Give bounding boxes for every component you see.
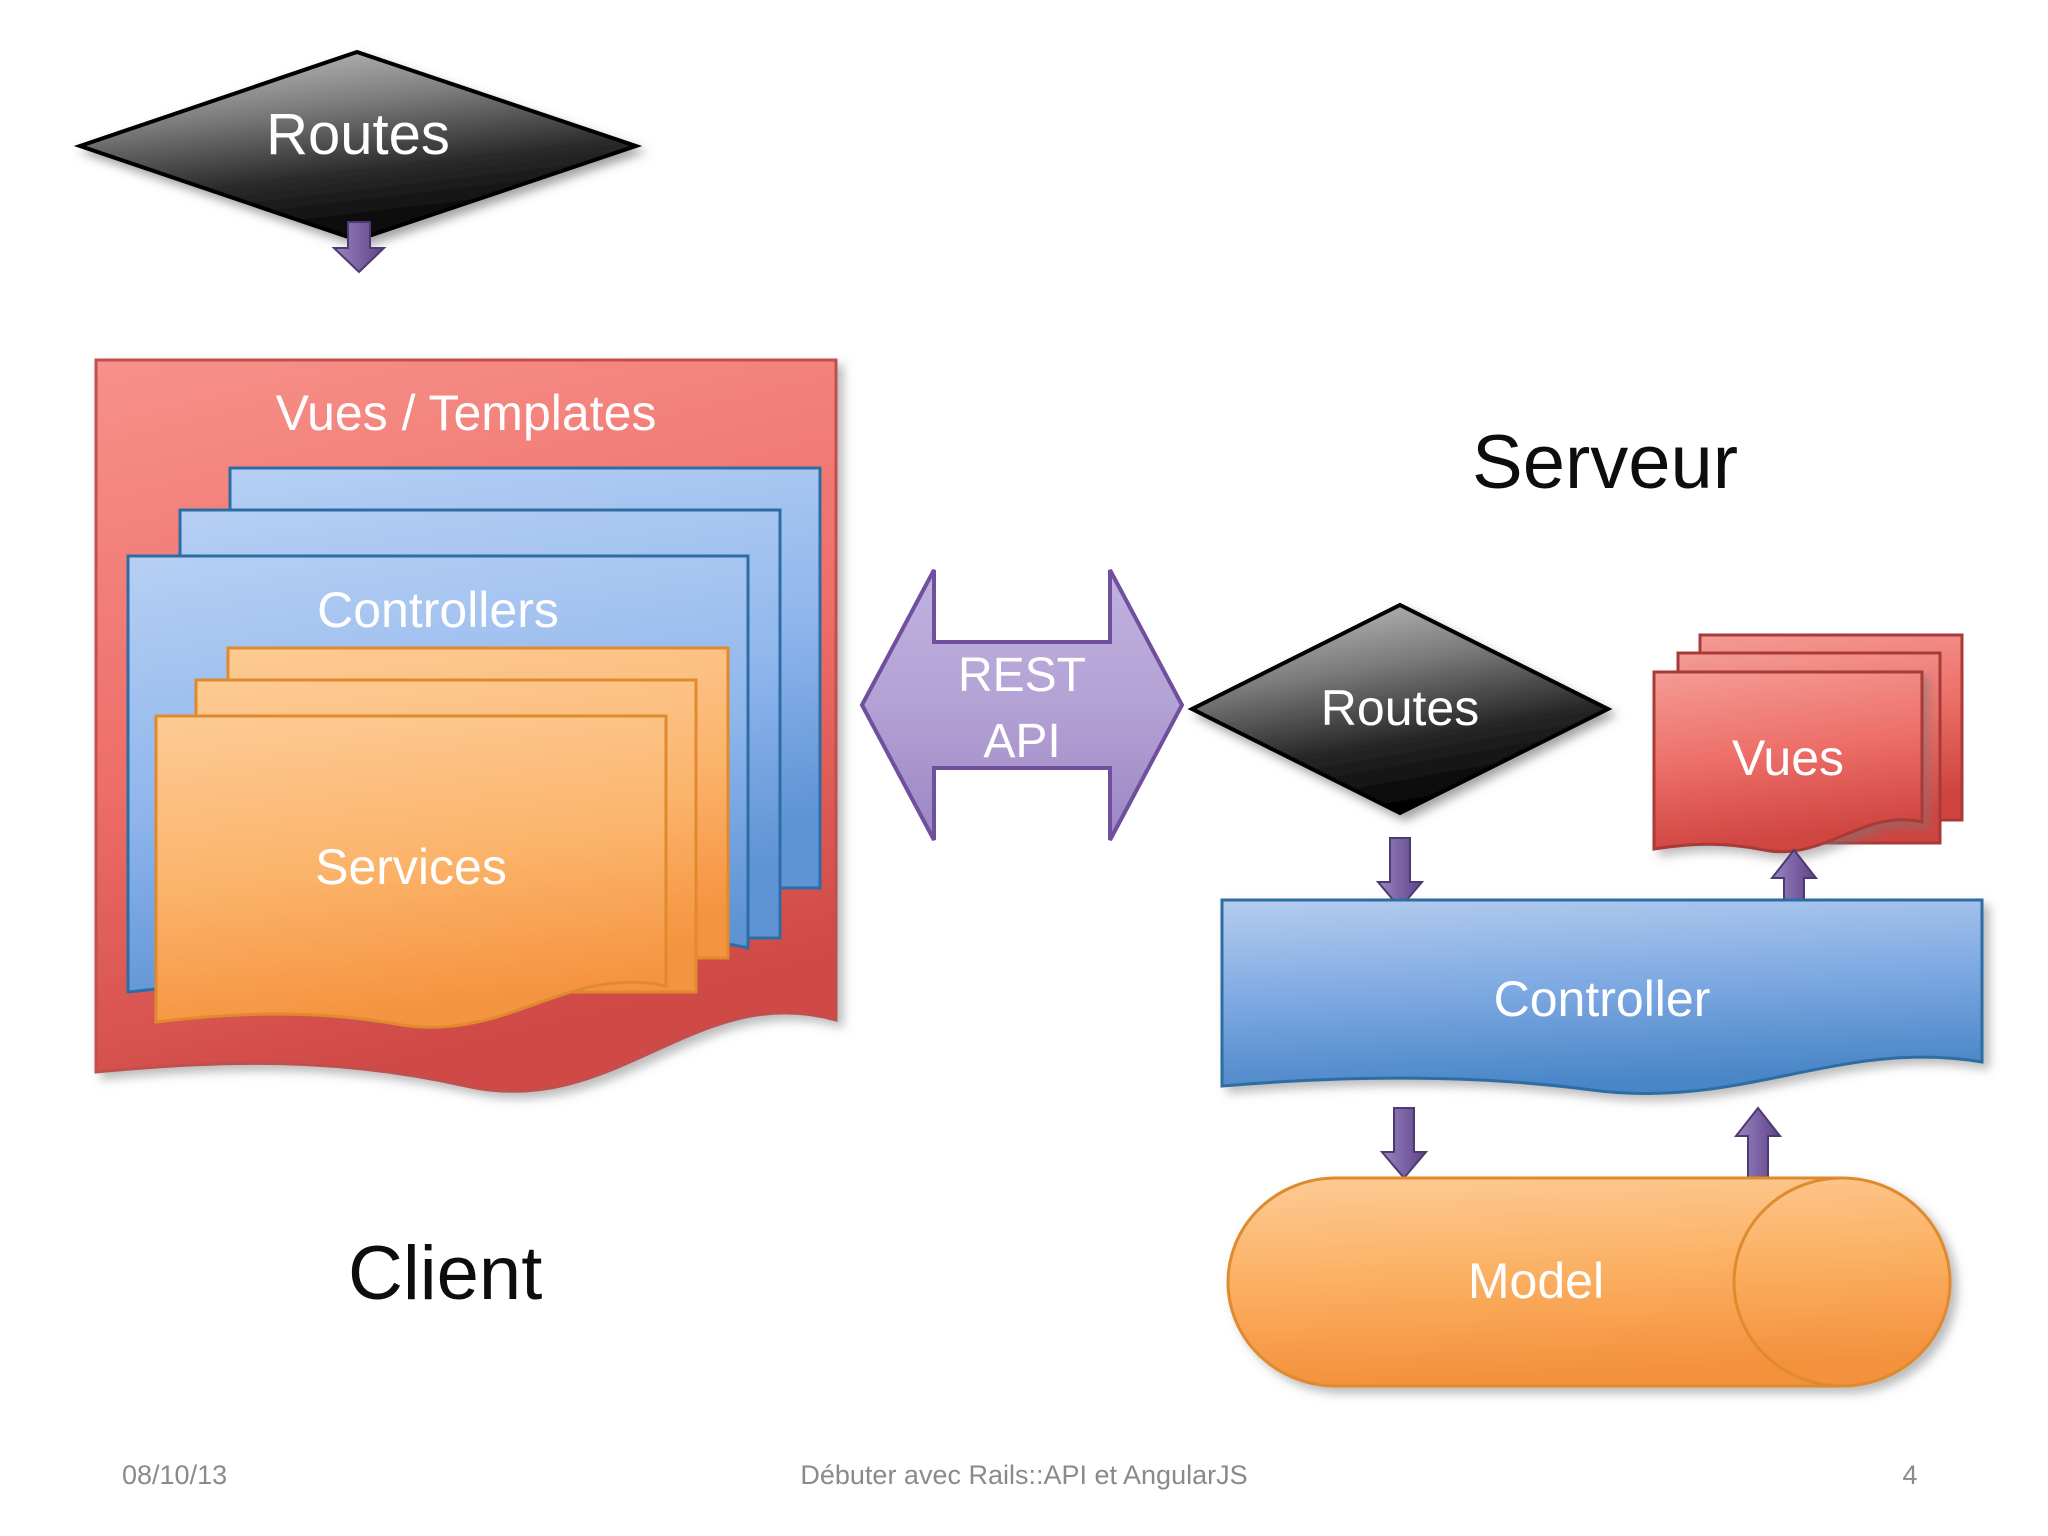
server-section-title: Serveur (1472, 420, 1739, 505)
arrow-controller-to-model (1379, 1107, 1429, 1180)
server-routes-diamond: Routes (1187, 602, 1622, 820)
arrow-routes-to-views (331, 221, 387, 274)
arrow-server-routes-to-controller (1375, 837, 1425, 910)
server-controller-shape: Controller (1220, 898, 2002, 1120)
arrow-model-to-controller (1733, 1106, 1783, 1188)
server-model-shape: Model (1226, 1176, 1968, 1398)
footer-page-number: 4 (1902, 1460, 1918, 1490)
footer-title: Débuter avec Rails::API et AngularJS (800, 1460, 1248, 1490)
server-views-sheet-front (1652, 670, 1944, 902)
client-section-title: Client (348, 1231, 543, 1316)
client-routes-diamond: Routes (73, 49, 652, 243)
footer-date: 08/10/13 (122, 1460, 228, 1490)
client-services-sheet-front (154, 714, 686, 1076)
rest-api-arrow: REST API (859, 569, 1202, 841)
